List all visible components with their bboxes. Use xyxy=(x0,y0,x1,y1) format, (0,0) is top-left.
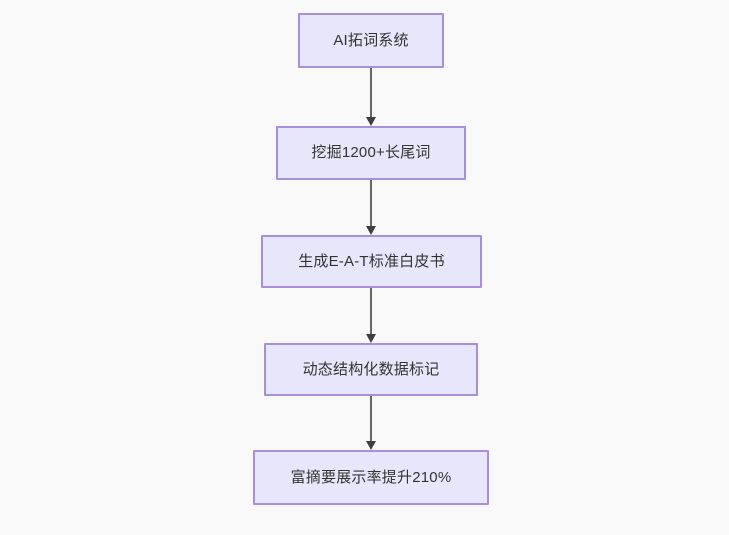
arrowhead-icon xyxy=(366,117,376,126)
arrowhead-icon xyxy=(366,226,376,235)
arrowhead-icon xyxy=(366,441,376,450)
arrowhead-icon xyxy=(366,334,376,343)
flow-node-label: 挖掘1200+长尾词 xyxy=(311,144,431,161)
flow-node-ai-keyword-system[interactable]: AI拓词系统 xyxy=(298,13,444,68)
flow-edge-4 xyxy=(366,396,376,450)
flow-node-dynamic-structured-data-markup[interactable]: 动态结构化数据标记 xyxy=(264,343,478,396)
flow-node-mine-longtail-keywords[interactable]: 挖掘1200+长尾词 xyxy=(276,126,466,180)
edge-line-2 xyxy=(370,180,372,228)
edge-line-1 xyxy=(370,68,372,119)
flow-node-label: AI拓词系统 xyxy=(333,31,409,49)
flow-edge-2 xyxy=(366,180,376,235)
flow-node-label: 富摘要展示率提升210% xyxy=(290,468,452,486)
flow-node-generate-eat-whitepaper[interactable]: 生成E-A-T标准白皮书 xyxy=(261,235,482,288)
flow-node-label: 动态结构化数据标记 xyxy=(302,360,440,378)
edge-line-3 xyxy=(370,288,372,336)
edge-line-4 xyxy=(370,396,372,443)
flow-edge-1 xyxy=(366,68,376,126)
flow-edge-3 xyxy=(366,288,376,343)
flow-node-rich-snippet-impression-lift[interactable]: 富摘要展示率提升210% xyxy=(253,450,489,505)
flow-node-label: 生成E-A-T标准白皮书 xyxy=(298,252,445,270)
